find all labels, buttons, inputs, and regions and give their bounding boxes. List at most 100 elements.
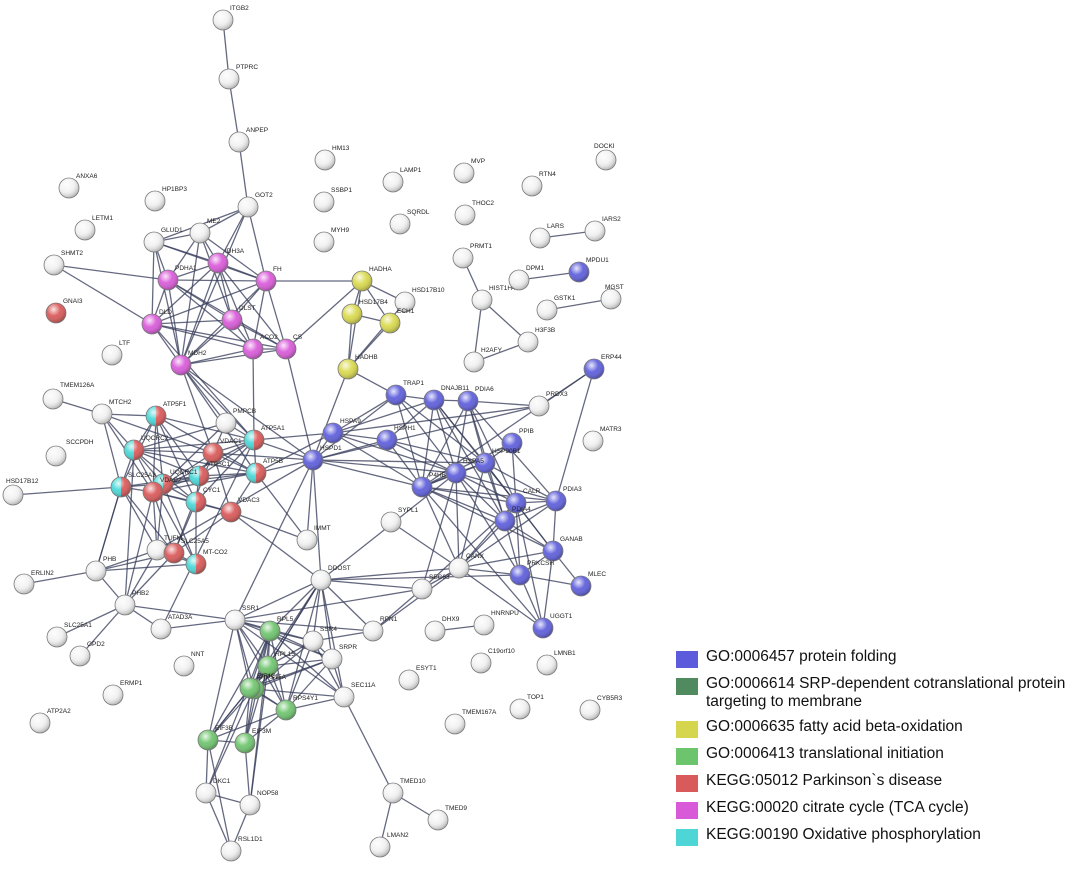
node-prkcsh[interactable]: PRKCSH [509,560,554,586]
node-dnajb11[interactable]: DNAJB11 [423,385,469,411]
node-tufm[interactable]: TUFM [146,535,182,561]
node-uqcrc2[interactable]: UQCRC2 [123,435,169,461]
node-myh9[interactable]: MYH9 [313,227,349,253]
node-lman2[interactable]: LMAN2 [369,832,409,858]
node-c19orf10[interactable]: C19orf10 [470,648,515,674]
node-p4hb[interactable]: P4HB [411,472,446,498]
node-dhx9[interactable]: DHX9 [424,616,460,642]
node-ganab[interactable]: GANAB [542,536,583,562]
node-mt-co2[interactable]: MT-CO2 [185,549,228,575]
node-mvp[interactable]: MVP [453,158,485,184]
node-gpd2[interactable]: GPD2 [69,641,105,667]
node-matr3[interactable]: MATR3 [582,426,622,452]
node-lamp1[interactable]: LAMP1 [382,167,422,193]
node-vdac1[interactable]: VDAC1 [202,438,242,464]
node-esyt1[interactable]: ESYT1 [398,665,437,691]
node-thoc2[interactable]: THOC2 [454,200,494,226]
node-tmem126a[interactable]: TMEM126A [42,382,95,410]
node-sqrdl[interactable]: SQRDL [389,209,430,235]
node-dock[interactable]: DOCKI [594,143,617,171]
node-fh[interactable]: FH [255,266,282,292]
node-ptprc[interactable]: PTPRC [218,64,258,90]
node-idh3a[interactable]: IDH3A [207,248,245,274]
node-vdac3[interactable]: VDAC3 [220,497,260,523]
node-ech1[interactable]: ECH1 [379,308,415,334]
node-cyc1[interactable]: CYC1 [185,487,221,513]
node-srpr[interactable]: SRPR [321,644,357,670]
node-immt[interactable]: IMMT [296,525,331,551]
node-ermp1[interactable]: ERMP1 [102,680,143,706]
node-erp44[interactable]: ERP44 [583,354,622,380]
node-hsd17b10[interactable]: HSD17B10 [394,287,445,313]
node-calr[interactable]: CALR [505,488,541,514]
node-dld[interactable]: DLD [141,309,172,335]
node-mtch2[interactable]: MTCH2 [91,399,132,425]
node-h3f3b[interactable]: H3F3B [517,327,555,353]
node-ssbp1[interactable]: SSBP1 [313,187,352,213]
node-dpm1[interactable]: DPM1 [508,265,544,291]
node-hsd17b4[interactable]: HSD17B4 [341,299,388,325]
node-shmt2[interactable]: SHMT2 [43,250,83,276]
node-sccpdh[interactable]: SCCPDH [45,439,94,467]
node-hspd1[interactable]: HSPD1 [302,445,342,471]
node-dkc1[interactable]: DKC1 [195,778,231,804]
node-hadhb[interactable]: HADHB [337,354,378,380]
node-slc25a3[interactable]: SLC25A3 [110,472,156,498]
node-rpn1[interactable]: RPN1 [362,616,398,642]
node-got2[interactable]: GOT2 [237,192,273,218]
node-gnai3[interactable]: GNAI3 [45,298,83,324]
node-anxa6[interactable]: ANXA6 [58,173,98,199]
node-pdia4[interactable]: PDIA4 [494,506,531,532]
node-mlec[interactable]: MLEC [570,571,606,597]
node-rtn4[interactable]: RTN4 [521,171,556,197]
node-hist1h4h[interactable]: HIST1H4H [471,285,521,311]
node-tmem167a[interactable]: TMEM167A [444,709,497,735]
node-hnrnpu[interactable]: HNRNPU [473,610,519,636]
node-iars2[interactable]: IARS2 [584,216,621,242]
node-slc25a1[interactable]: SLC25A1 [46,622,92,648]
node-ppib[interactable]: PPIB [501,428,534,454]
node-atp5f1[interactable]: ATP5F1 [145,401,187,427]
node-eif3b[interactable]: EIF3B [197,725,233,751]
node-prdx3[interactable]: PRDX3 [528,391,568,417]
node-tmed9[interactable]: TMED9 [427,805,467,831]
node-uggt1[interactable]: UGGT1 [532,613,573,639]
node-me2[interactable]: ME2 [189,218,221,244]
node-pdia3[interactable]: PDIA3 [545,486,582,512]
node-erlin2[interactable]: ERLIN2 [13,570,54,595]
node-sypl1[interactable]: SYPL1 [380,507,419,533]
node-mpdu1[interactable]: MPDU1 [568,257,609,283]
node-hsph1[interactable]: HSPH1 [376,425,416,451]
node-atp2a2[interactable]: ATP2A2 [29,708,71,734]
node-hm13[interactable]: HM13 [314,145,350,171]
node-cyb5r3[interactable]: CYB5R3 [579,695,623,721]
node-sec11a[interactable]: SEC11A [333,682,376,708]
node-itgb2[interactable]: ITGB2 [212,5,249,31]
node-ddost[interactable]: DDOST [310,565,351,591]
node-h2afy[interactable]: H2AFY [463,347,503,373]
node-letm1[interactable]: LETM1 [74,215,113,241]
node-canx[interactable]: CANX [448,553,485,579]
node-cs[interactable]: CS [275,334,303,360]
node-atp5c1[interactable]: ATP5C1 [188,461,230,487]
node-tmed10[interactable]: TMED10 [382,778,426,804]
node-atad3a[interactable]: ATAD3A [150,614,193,640]
node-hadha[interactable]: HADHA [351,266,392,292]
node-mdh2[interactable]: MDH2 [170,350,207,376]
node-ssr1[interactable]: SSR1 [224,605,259,631]
node-ltf[interactable]: LTF [101,340,130,366]
node-gstk1[interactable]: GSTK1 [536,295,576,321]
node-dlst[interactable]: DLST [221,305,256,331]
node-mgst[interactable]: MGST [600,284,624,310]
node-rps4y1[interactable]: RPS4Y1 [275,695,318,721]
node-eif4g1[interactable]: EIF4G1 [239,673,280,699]
node-phb[interactable]: PHB [85,556,116,582]
node-phb2[interactable]: PHB2 [114,590,149,616]
node-anpep[interactable]: ANPEP [228,127,268,153]
node-ssr4[interactable]: SSR4 [302,626,337,652]
node-hsp90b1[interactable]: HSP90B1 [474,448,521,474]
node-hsd17b12[interactable]: HSD17B12 [2,478,39,506]
node-slc25a5[interactable]: SLC25A5 [163,538,209,564]
node-atp5b[interactable]: ATP5B [245,458,283,484]
node-eif3m[interactable]: EIF3M [234,728,271,754]
